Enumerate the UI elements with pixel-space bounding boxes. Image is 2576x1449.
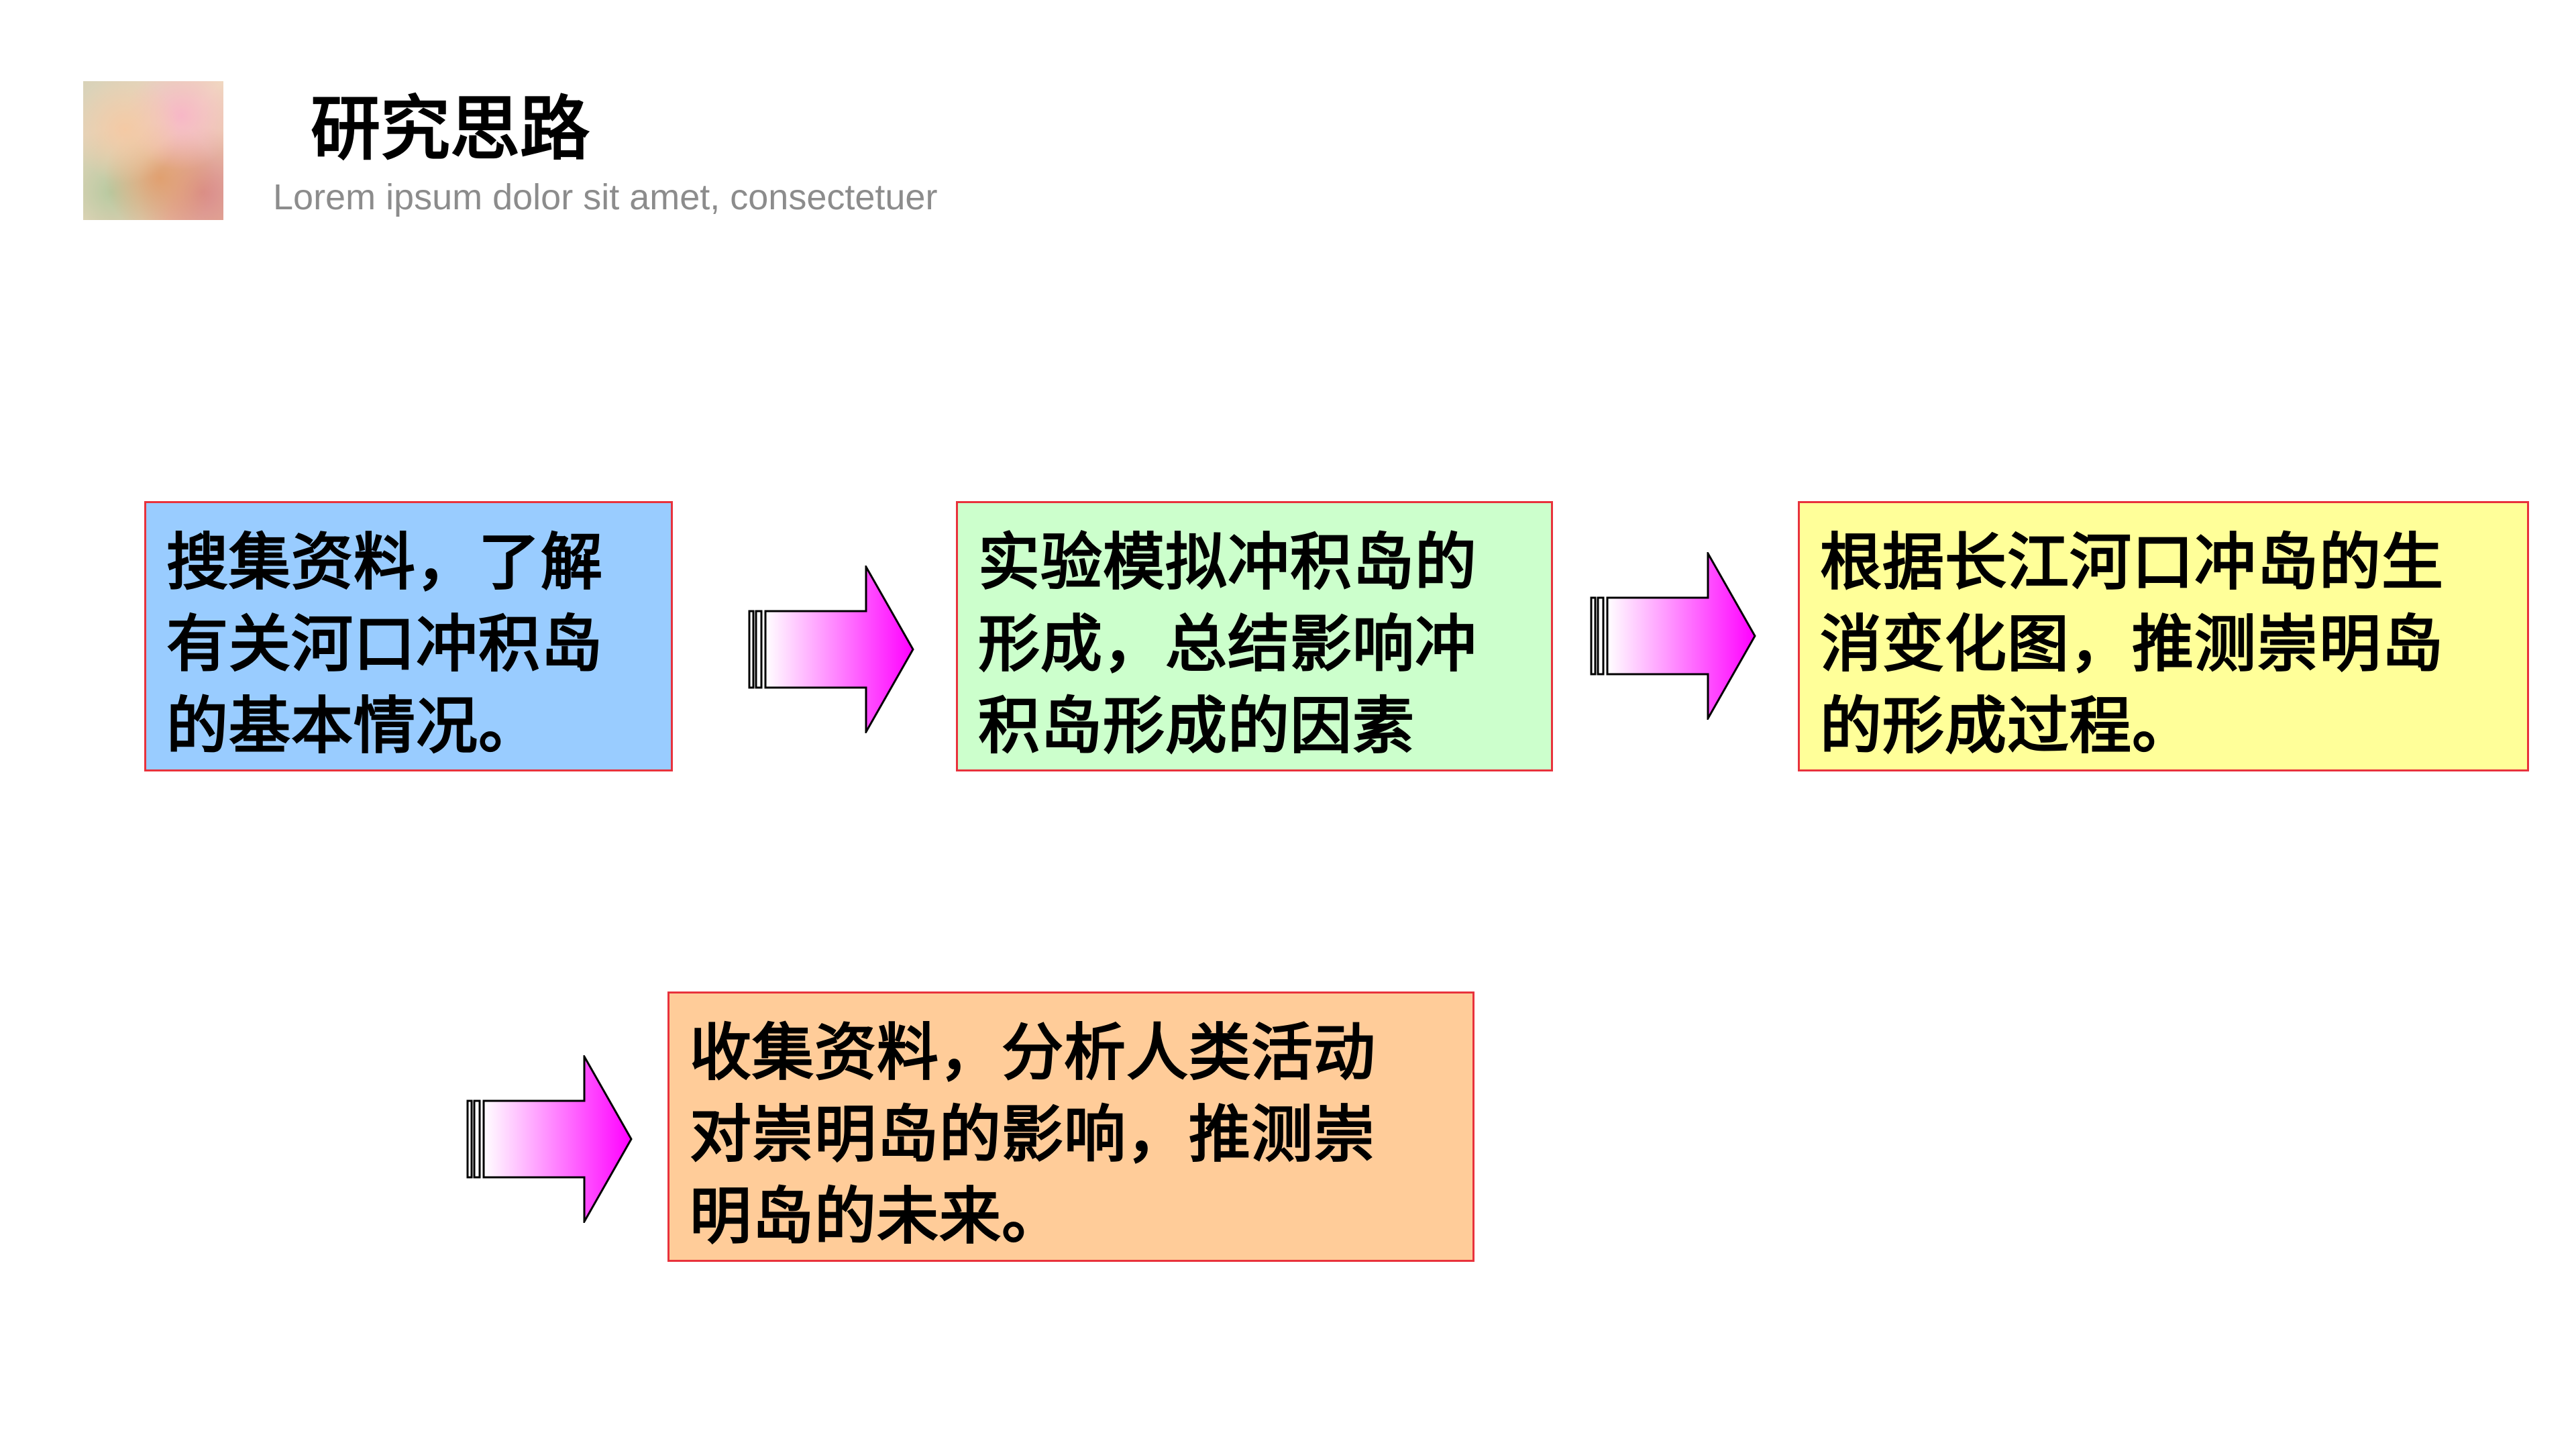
- step-4-line-2: 对崇明岛的影响，推测崇: [690, 1099, 1377, 1171]
- step-3-line-2: 消变化图，推测崇明岛: [1820, 608, 2445, 680]
- striped-right-arrow-icon: [748, 566, 914, 733]
- step-2-line-1: 实验模拟冲积岛的: [978, 527, 1478, 598]
- step-1-line-3: 的基本情况。: [166, 690, 541, 762]
- step-3-line-3: 的形成过程。: [1820, 690, 2195, 762]
- step-2-line-2: 形成，总结影响冲: [978, 608, 1478, 680]
- step-box-3: 根据长江河口冲岛的生 消变化图，推测崇明岛 的形成过程。: [1798, 501, 2529, 771]
- step-1-line-2: 有关河口冲积岛: [166, 608, 604, 680]
- step-4-line-3: 明岛的未来。: [690, 1181, 1065, 1252]
- step-box-2: 实验模拟冲积岛的 形成，总结影响冲 积岛形成的因素: [956, 501, 1553, 771]
- step-2-line-3: 积岛形成的因素: [978, 690, 1415, 762]
- step-box-1: 搜集资料，了解 有关河口冲积岛 的基本情况。: [144, 501, 673, 771]
- step-3-line-1: 根据长江河口冲岛的生: [1820, 527, 2445, 598]
- page-title: 研究思路: [311, 88, 590, 170]
- step-4-line-1: 收集资料，分析人类活动: [690, 1017, 1377, 1089]
- step-box-4: 收集资料，分析人类活动 对崇明岛的影响，推测崇 明岛的未来。: [667, 991, 1474, 1262]
- striped-right-arrow-icon: [1590, 552, 1756, 720]
- watercolor-thumbnail-image: [83, 81, 223, 220]
- striped-right-arrow-icon: [466, 1055, 633, 1223]
- step-1-line-1: 搜集资料，了解: [166, 527, 604, 598]
- page-subtitle: Lorem ipsum dolor sit amet, consectetuer: [273, 177, 938, 217]
